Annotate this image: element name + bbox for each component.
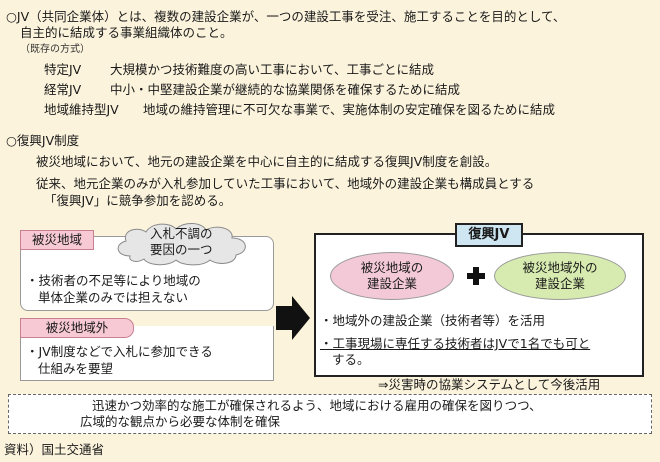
method-name-tokutei: 特定JV — [44, 62, 82, 77]
ellipse-outside-line1: 被災地域外の — [522, 260, 598, 275]
right-arrow-icon — [276, 296, 310, 340]
ellipse-outside-line2: 建設企業 — [534, 276, 585, 291]
method-desc-chiiki: 地域の維持管理に不可欠な事業で、実施体制の安定確保を図るために結成 — [143, 102, 556, 117]
fukko-jv-title: 復興JV — [455, 223, 523, 247]
ellipse-outside-companies: 被災地域外の 建設企業 — [494, 252, 626, 300]
plus-icon — [467, 267, 485, 285]
method-desc-tokutei: 大規模かつ技術難度の高い工事において、工事ごとに結成 — [110, 62, 435, 77]
outside-region-tag: 被災地域外 — [20, 318, 134, 338]
jv-bullet1: ・地域外の建設企業（技術者等）を活用 — [320, 313, 546, 328]
conclusion-line1: 迅速かつ効率的な施工が確保されるよう、地域における雇用の確保を図りつつ、 — [92, 398, 542, 413]
cloud-text-line1: 入札不調の — [150, 226, 213, 241]
method-name-chiiki: 地域維持型JV — [44, 102, 119, 117]
affected-text-line1: ・技術者の不足等により地域の — [26, 273, 201, 288]
method-desc-keijo: 中小・中堅建設企業が継続的な協業関係を確保するために結成 — [110, 82, 461, 97]
jv-bullet2-line1: ・工事現場に専任する技術者はJVで1名でも可と — [320, 336, 591, 351]
ellipse-affected-line2: 建設企業 — [366, 276, 417, 291]
cloud-text-line2: 要因の一つ — [150, 242, 213, 257]
jv-definition-line2: 自主的に結成する事業組織体のこと。 — [20, 25, 233, 40]
ellipse-affected-companies: 被災地域の 建設企業 — [330, 252, 454, 300]
cloud-shape — [117, 223, 246, 266]
outside-text-line2: 仕組みを要望 — [38, 361, 114, 376]
affected-region-tag: 被災地域 — [20, 230, 94, 250]
fukko-para2-line1: 従来、地元企業のみが入札参加していた工事において、地域外の建設企業も構成員とする — [36, 176, 535, 191]
jv-bullet2-line2: する。 — [332, 352, 370, 367]
affected-text-line2: 単体企業のみでは担えない — [38, 290, 189, 305]
fukko-para1: 被災地域において、地元の建設企業を中心に自主的に結成する復興JV制度を創設。 — [36, 154, 498, 169]
fukko-para2-line2: 「復興JV」に競争参加を認める。 — [44, 193, 232, 208]
outside-text-line1: ・JV制度などで入札に参加できる — [26, 344, 213, 359]
jv-definition-line1: ○JV（共同企業体）とは、複数の建設企業が、一つの建設工事を受注、施工することを… — [6, 9, 566, 24]
conclusion-box — [8, 394, 652, 434]
future-use-note: ⇒災害時の協業システムとして今後活用 — [378, 377, 601, 392]
conclusion-line2: 広域的な観点から必要な体制を確保 — [80, 414, 281, 429]
existing-methods-label: （既存の方式） — [20, 44, 90, 55]
ellipse-affected-line1: 被災地域の — [360, 260, 424, 275]
fukko-heading: ○復興JV制度 — [6, 133, 80, 148]
source-note: 資料）国土交通省 — [4, 442, 105, 457]
method-name-keijo: 経常JV — [44, 82, 82, 97]
